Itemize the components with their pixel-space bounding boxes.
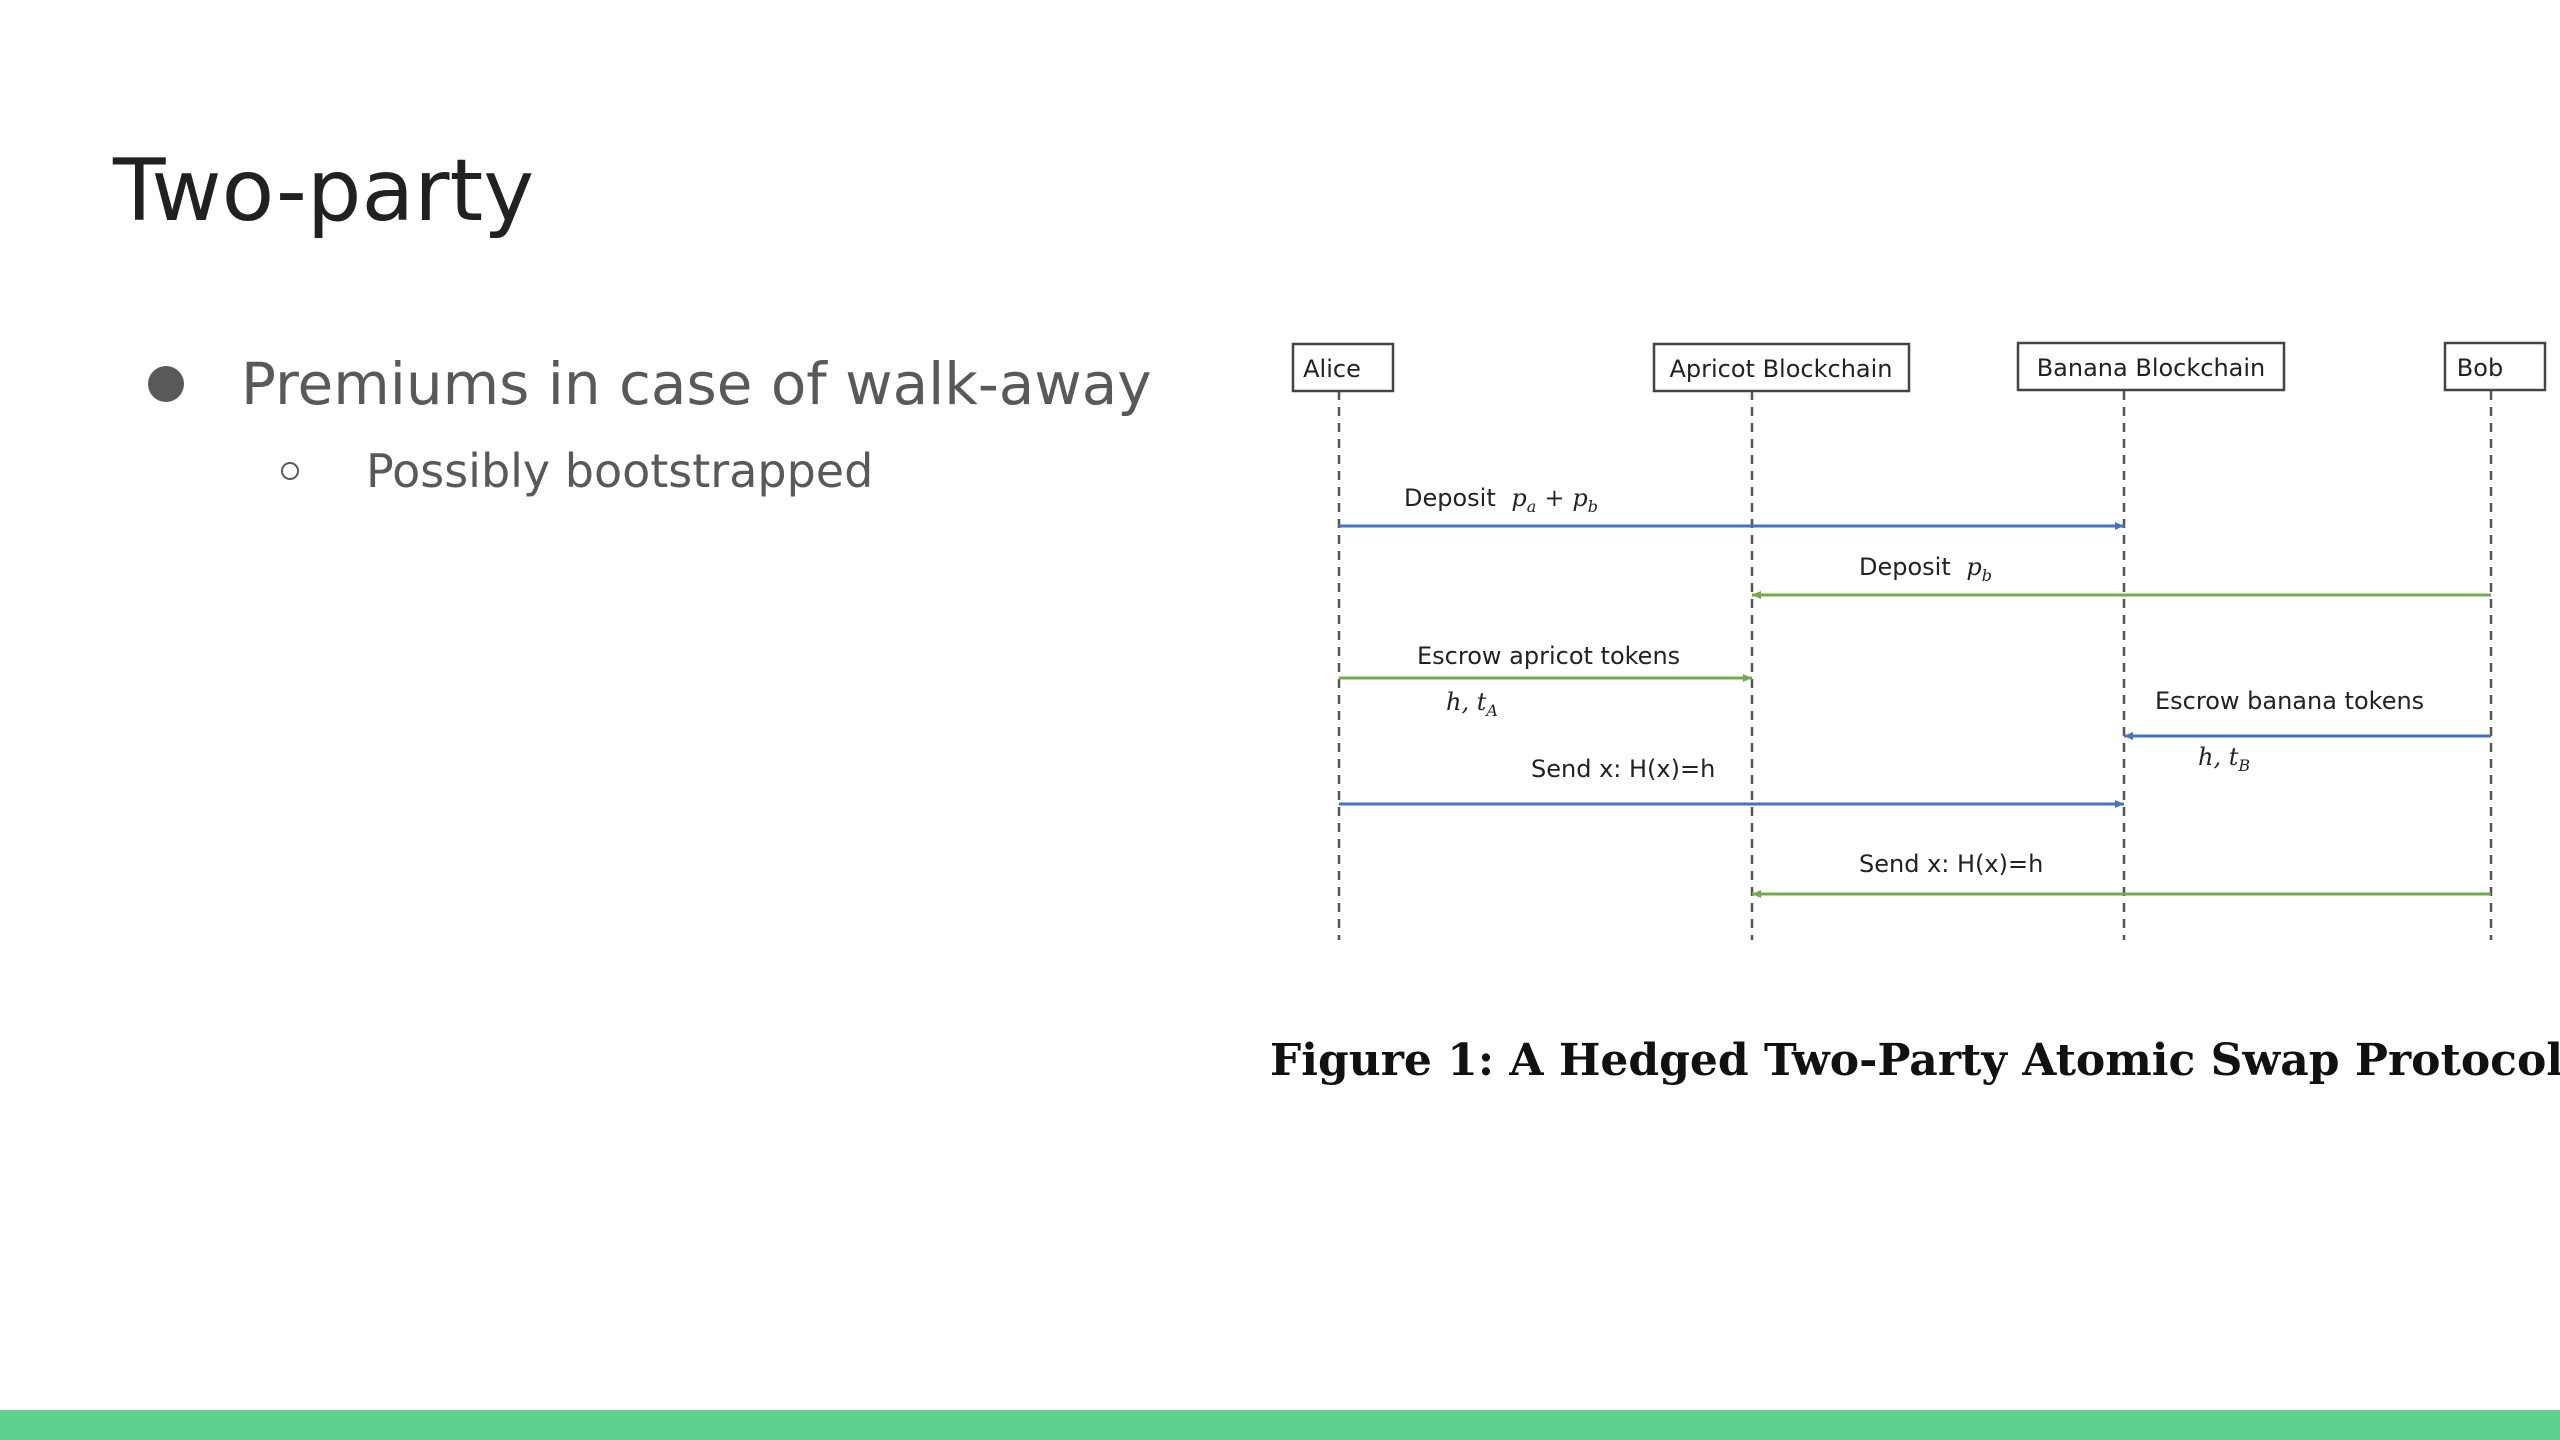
sub-bullet-item: Possibly bootstrapped [281,448,873,494]
bullet-item: Premiums in case of walk-away [148,355,1152,413]
participant-label-banana: Banana Blockchain [2037,354,2266,382]
sub-bullet-text: Possibly bootstrapped [366,444,874,498]
participant-label-bob: Bob [2457,354,2503,382]
participant-label-alice: Alice [1303,355,1361,383]
message-label-deposit-pa-pb: Deposit pa+pb [1404,484,1598,516]
hollow-circle-icon [281,462,299,480]
message-note-h-tb: h, tB [2198,743,2250,775]
message-label-send-x-alice: Send x: H(x)=h [1531,755,1715,783]
message-label-escrow-banana: Escrow banana tokens [2155,687,2424,715]
message-label-deposit-pb: Deposit pb [1859,553,1992,585]
slide-title: Two-party [113,141,535,241]
participant-label-apricot: Apricot Blockchain [1669,355,1892,383]
bullet-dot-icon [148,366,184,402]
participant-box-alice [1291,342,1395,393]
message-note-h-ta: h, tA [1446,688,1498,720]
participant-box-banana [2016,341,2286,392]
bullet-text: Premiums in case of walk-away [241,350,1152,418]
participant-box-bob [2443,341,2547,392]
bottom-accent-bar [0,1410,2560,1440]
message-label-send-x-bob: Send x: H(x)=h [1859,850,2043,878]
participant-box-apricot [1652,342,1911,393]
message-label-escrow-apricot: Escrow apricot tokens [1417,642,1680,670]
figure-caption: Figure 1: A Hedged Two-Party Atomic Swap… [1270,1035,2560,1086]
